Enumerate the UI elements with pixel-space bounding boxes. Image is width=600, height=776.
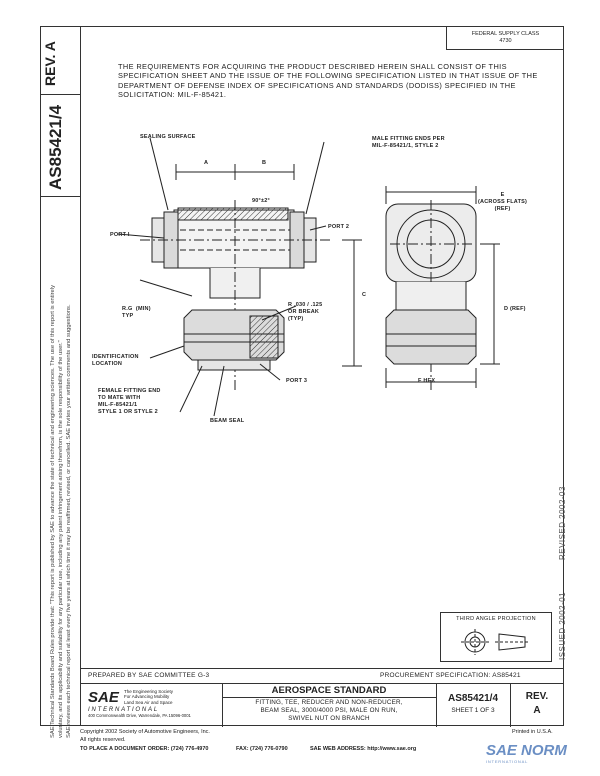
third-angle-projection-box: THIRD ANGLE PROJECTION [440,612,552,662]
aerospace-standard: AEROSPACE STANDARD [271,685,387,696]
sae-tag-3: Land Sea Air and Space [124,699,173,705]
sae-tag-2: For Advancing Mobility [124,694,170,700]
footer-printed: Printed in U.S.A. [512,729,553,735]
sae-international: INTERNATIONAL [88,707,159,713]
footer-web: SAE WEB ADDRESS: http://www.sae.org [310,746,417,752]
tb-rev-value: A [533,705,541,716]
footer-rights: All rights reserved. [80,737,126,743]
label-dim-d: D (REF) [504,306,526,312]
label-dim-c: C [362,292,367,298]
sae-tag-1: The Engineering Society [124,689,174,694]
tb-col-divider-3 [510,683,511,727]
label-female-fitting: FEMALE FITTING END TO MATE WITH MIL-F-85… [98,388,161,415]
label-f-hex: F HEX [418,378,436,384]
fitting-drawing [117,137,500,417]
label-port-2: PORT 2 [328,224,350,230]
watermark-text: SAE NORM [486,742,567,759]
label-port-1: PORT I [110,232,130,238]
requirements-paragraph: THE REQUIREMENTS FOR ACQUIRING THE PRODU… [118,62,538,99]
fsc-label: FEDERAL SUPPLY CLASS [471,31,540,37]
tb-row-divider [80,683,564,684]
footer-fax: FAX: (724) 776-0790 [236,746,288,752]
aerospace-standard-divider [222,697,436,698]
prepared-by: PREPARED BY SAE COMMITTEE G-3 [88,672,210,679]
procurement-spec: PROCUREMENT SPECIFICATION: AS85421 [380,672,521,679]
projection-symbol-icon [461,629,529,655]
disclaimer-line-3: SAE reviews each technical report at lea… [66,304,72,738]
code-box-divider [40,196,80,197]
revised-date: REVISED 2002-03 [558,486,567,560]
header-doc-code: AS85421/4 [46,104,65,190]
sae-logo-text: SAE [88,689,119,706]
tb-col-divider-2 [436,683,437,727]
footer-order: TO PLACE A DOCUMENT ORDER: (724) 776-497… [80,746,209,752]
tb-doc-code: AS85421/4 [447,693,499,704]
label-dim-a: A [204,160,209,166]
sheet-frame [40,26,564,726]
title-line-1: FITTING, TEE, REDUCER AND NON-REDUCER, [255,699,403,706]
label-port-3: PORT 3 [286,378,308,384]
rev-box-divider [40,94,80,95]
sae-tagline: The Engineering Society For Advancing Mo… [124,689,173,705]
label-sealing-surface: SEALING SURFACE [140,134,196,140]
sae-address: 400 Commonwealth Drive, Warrendale, PA 1… [88,713,191,718]
footer-copyright: Copyright 2002 Society of Automotive Eng… [80,729,210,735]
tb-rev-label: REV. [525,691,549,702]
watermark-sub: INTERNATIONAL [486,759,529,764]
title-line-2: BEAM SEAL, 3000/4000 PSI, MALE ON RUN, [260,707,398,715]
disclaimer-line-1: SAE Technical Standards Board Rules prov… [50,285,56,738]
label-male-fitting: MALE FITTING ENDS PER MIL-F-85421/1, STY… [372,136,445,149]
projection-title: THIRD ANGLE PROJECTION [456,616,536,622]
tb-sheet: SHEET 1 OF 3 [451,707,495,714]
disclaimer-line-2: voluntary, and its applicability and sui… [58,340,64,738]
label-angle: 90°±2° [252,198,270,204]
label-radius: R .030 / .125 OR BREAK (TYP) [288,302,323,322]
tb-col-divider-1 [222,683,223,727]
header-rev-label: REV. A [42,41,58,86]
title-line-3: SWIVEL NUT ON BRANCH [288,715,370,723]
label-rg: R.G (MIN) TYP [122,306,151,319]
document-title: FITTING, TEE, REDUCER AND NON-REDUCER, B… [222,699,436,724]
sae-logo: SAE The Engineering Society For Advancin… [88,689,218,718]
label-beam-seal: BEAM SEAL [210,418,245,424]
label-identification: IDENTIFICATION LOCATION [92,354,139,367]
title-block: PREPARED BY SAE COMMITTEE G-3 PROCUREMEN… [80,668,564,727]
label-dim-e: E (ACROSS FLATS) (REF) [478,192,528,212]
fsc-number: 4730 [499,38,512,45]
sae-norm-watermark: SAE NORM INTERNATIONAL [486,742,567,764]
federal-supply-class-box: FEDERAL SUPPLY CLASS 4730 [446,26,564,50]
issued-date: ISSUED 2002-01 [558,591,567,660]
left-column-divider [80,26,81,726]
label-dim-b: B [262,160,267,166]
